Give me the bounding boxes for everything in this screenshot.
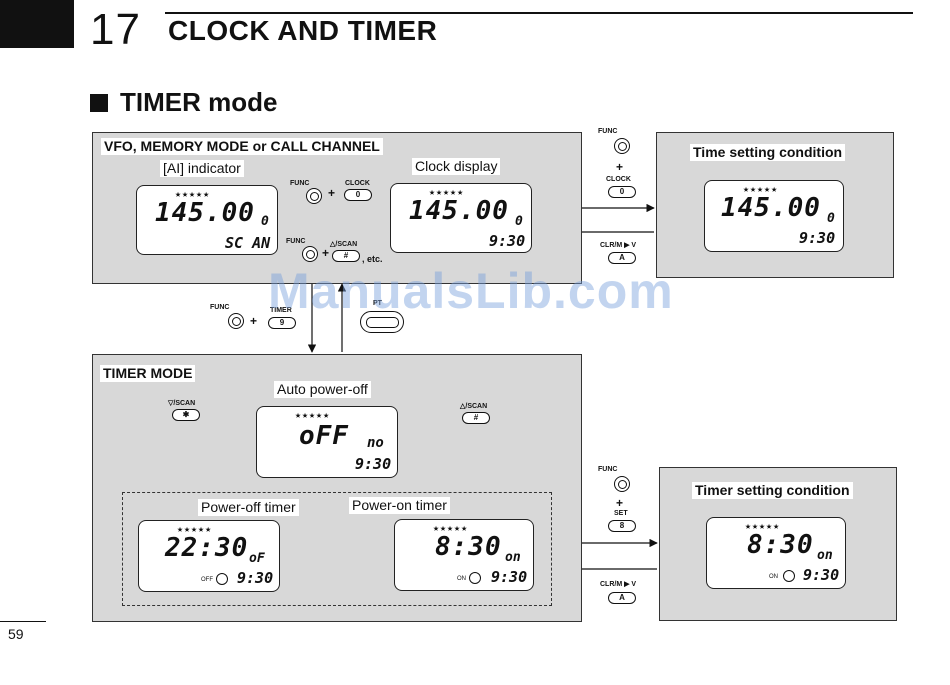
pt-button-inner [366, 317, 399, 328]
set-key-label: SET [614, 510, 628, 517]
clock-icon [216, 573, 228, 585]
ai-indicator-caption: [AI] indicator [160, 160, 244, 177]
plus-sign: + [616, 160, 624, 174]
auto-power-off-caption: Auto power-off [274, 381, 371, 398]
lcd-ai-indicator: ★★★★★ 145.00 0 SC AN [136, 185, 278, 255]
lcd-stars: ★★★★★ [429, 187, 465, 198]
lcd-blinking-timer-time: 8:30 [747, 530, 814, 560]
func-button[interactable] [228, 313, 244, 329]
lcd-power-on-timer: ★★★★★ 8:30 on ON 9:30 [394, 519, 534, 591]
chapter-number: 17 [90, 5, 141, 54]
watermark: ManualsLib.com [268, 263, 674, 319]
nine-key[interactable]: 9 [268, 317, 296, 329]
clrm-key-label: CLR/M ▶ V [600, 242, 637, 249]
section-bullet-icon [90, 94, 108, 112]
plus-sign: + [322, 246, 330, 260]
lcd-stars: ★★★★★ [743, 184, 779, 195]
plus-sign: + [616, 496, 624, 510]
timer-mode-label: TIMER MODE [100, 365, 196, 382]
func-button[interactable] [614, 138, 630, 154]
lcd-clock-readout: 9:30 [803, 566, 840, 584]
lcd-clock-readout: 9:30 [355, 455, 392, 473]
hash-key[interactable]: # [462, 412, 490, 424]
lcd-time-setting: ★★★★★ 145.00 0 9:30 [704, 180, 844, 252]
zero-key[interactable]: 0 [608, 186, 636, 198]
pt-key-label: PT [373, 300, 382, 307]
lcd-channel: on [817, 548, 833, 563]
lcd-stars: ★★★★★ [433, 523, 469, 534]
lcd-channel: 0 [515, 214, 523, 229]
lcd-stars: ★★★★★ [295, 410, 331, 421]
a-key[interactable]: A [608, 592, 636, 604]
func-button[interactable] [614, 476, 630, 492]
lcd-clock-readout: 9:30 [489, 232, 526, 250]
lcd-timer-setting: ★★★★★ 8:30 on ON 9:30 [706, 517, 846, 589]
func-key-label: FUNC [598, 128, 618, 135]
lcd-channel: 0 [827, 211, 835, 226]
time-setting-label: Time setting condition [690, 144, 846, 161]
lcd-clock-display: ★★★★★ 145.00 0 9:30 [390, 183, 532, 253]
chapter-rule [165, 12, 913, 14]
lcd-sub-readout: SC AN [225, 234, 271, 252]
func-button[interactable] [302, 246, 318, 262]
clock-icon [783, 570, 795, 582]
etc-label: , etc. [362, 254, 383, 264]
lcd-stars: ★★★★★ [177, 524, 213, 535]
func-key-label: FUNC [290, 180, 310, 187]
timer-group-frame [122, 492, 552, 606]
lcd-channel: no [367, 435, 384, 451]
lcd-frequency: 145.00 [155, 198, 255, 228]
star-key[interactable]: ✱ [172, 409, 200, 421]
page-number: 59 [8, 626, 24, 642]
func-button[interactable] [306, 188, 322, 204]
timer-key-label: TIMER [270, 307, 292, 314]
clock-icon [469, 572, 481, 584]
timer-setting-label: Timer setting condition [692, 482, 853, 499]
hash-key[interactable]: # [332, 250, 360, 262]
func-key-label: FUNC [210, 304, 230, 311]
page-rule [0, 621, 46, 622]
lcd-timer-time: 8:30 [435, 532, 502, 562]
lcd-auto-power-off: ★★★★★ oFF no 9:30 [256, 406, 398, 478]
down-scan-key-label: ▽/SCAN [168, 400, 196, 407]
vfo-panel-label: VFO, MEMORY MODE or CALL CHANNEL [101, 138, 383, 155]
lcd-clock-readout: 9:30 [491, 568, 528, 586]
pt-button[interactable] [360, 311, 404, 333]
lcd-blinking-clock-readout: 9:30 [799, 229, 836, 247]
lcd-channel: on [505, 550, 521, 565]
lcd-channel: oF [249, 551, 265, 566]
up-scan-key-label: △/SCAN [330, 241, 358, 248]
a-key[interactable]: A [608, 252, 636, 264]
lcd-stars: ★★★★★ [175, 189, 211, 200]
power-on-timer-caption: Power-on timer [349, 497, 450, 514]
func-key-label: FUNC [598, 466, 618, 473]
clock-key-label: CLOCK [606, 176, 631, 183]
lcd-clock-readout: 9:30 [237, 569, 274, 587]
lcd-timer-tag: ON [769, 574, 778, 580]
clrm-key-label: CLR/M ▶ V [600, 581, 637, 588]
plus-sign: + [250, 314, 258, 328]
lcd-timer-tag: OFF [201, 577, 213, 583]
chapter-tab [0, 0, 74, 48]
lcd-power-off-timer: ★★★★★ 22:30 oF OFF 9:30 [138, 520, 280, 592]
plus-sign: + [328, 186, 336, 200]
zero-key[interactable]: 0 [344, 189, 372, 201]
section-title: TIMER mode [120, 87, 278, 117]
eight-key[interactable]: 8 [608, 520, 636, 532]
lcd-timer-time: 22:30 [165, 533, 249, 563]
up-scan-key-label: △/SCAN [460, 403, 488, 410]
lcd-channel: 0 [261, 214, 269, 229]
lcd-timer-tag: ON [457, 576, 466, 582]
lcd-frequency: 145.00 [721, 193, 821, 223]
lcd-frequency: 145.00 [409, 196, 509, 226]
power-off-timer-caption: Power-off timer [198, 499, 299, 516]
func-key-label: FUNC [286, 238, 306, 245]
clock-key-label: CLOCK [345, 180, 370, 187]
lcd-stars: ★★★★★ [745, 521, 781, 532]
chapter-title: CLOCK AND TIMER [168, 15, 438, 46]
lcd-mode-readout: oFF [299, 421, 349, 451]
clock-display-caption: Clock display [412, 158, 501, 175]
